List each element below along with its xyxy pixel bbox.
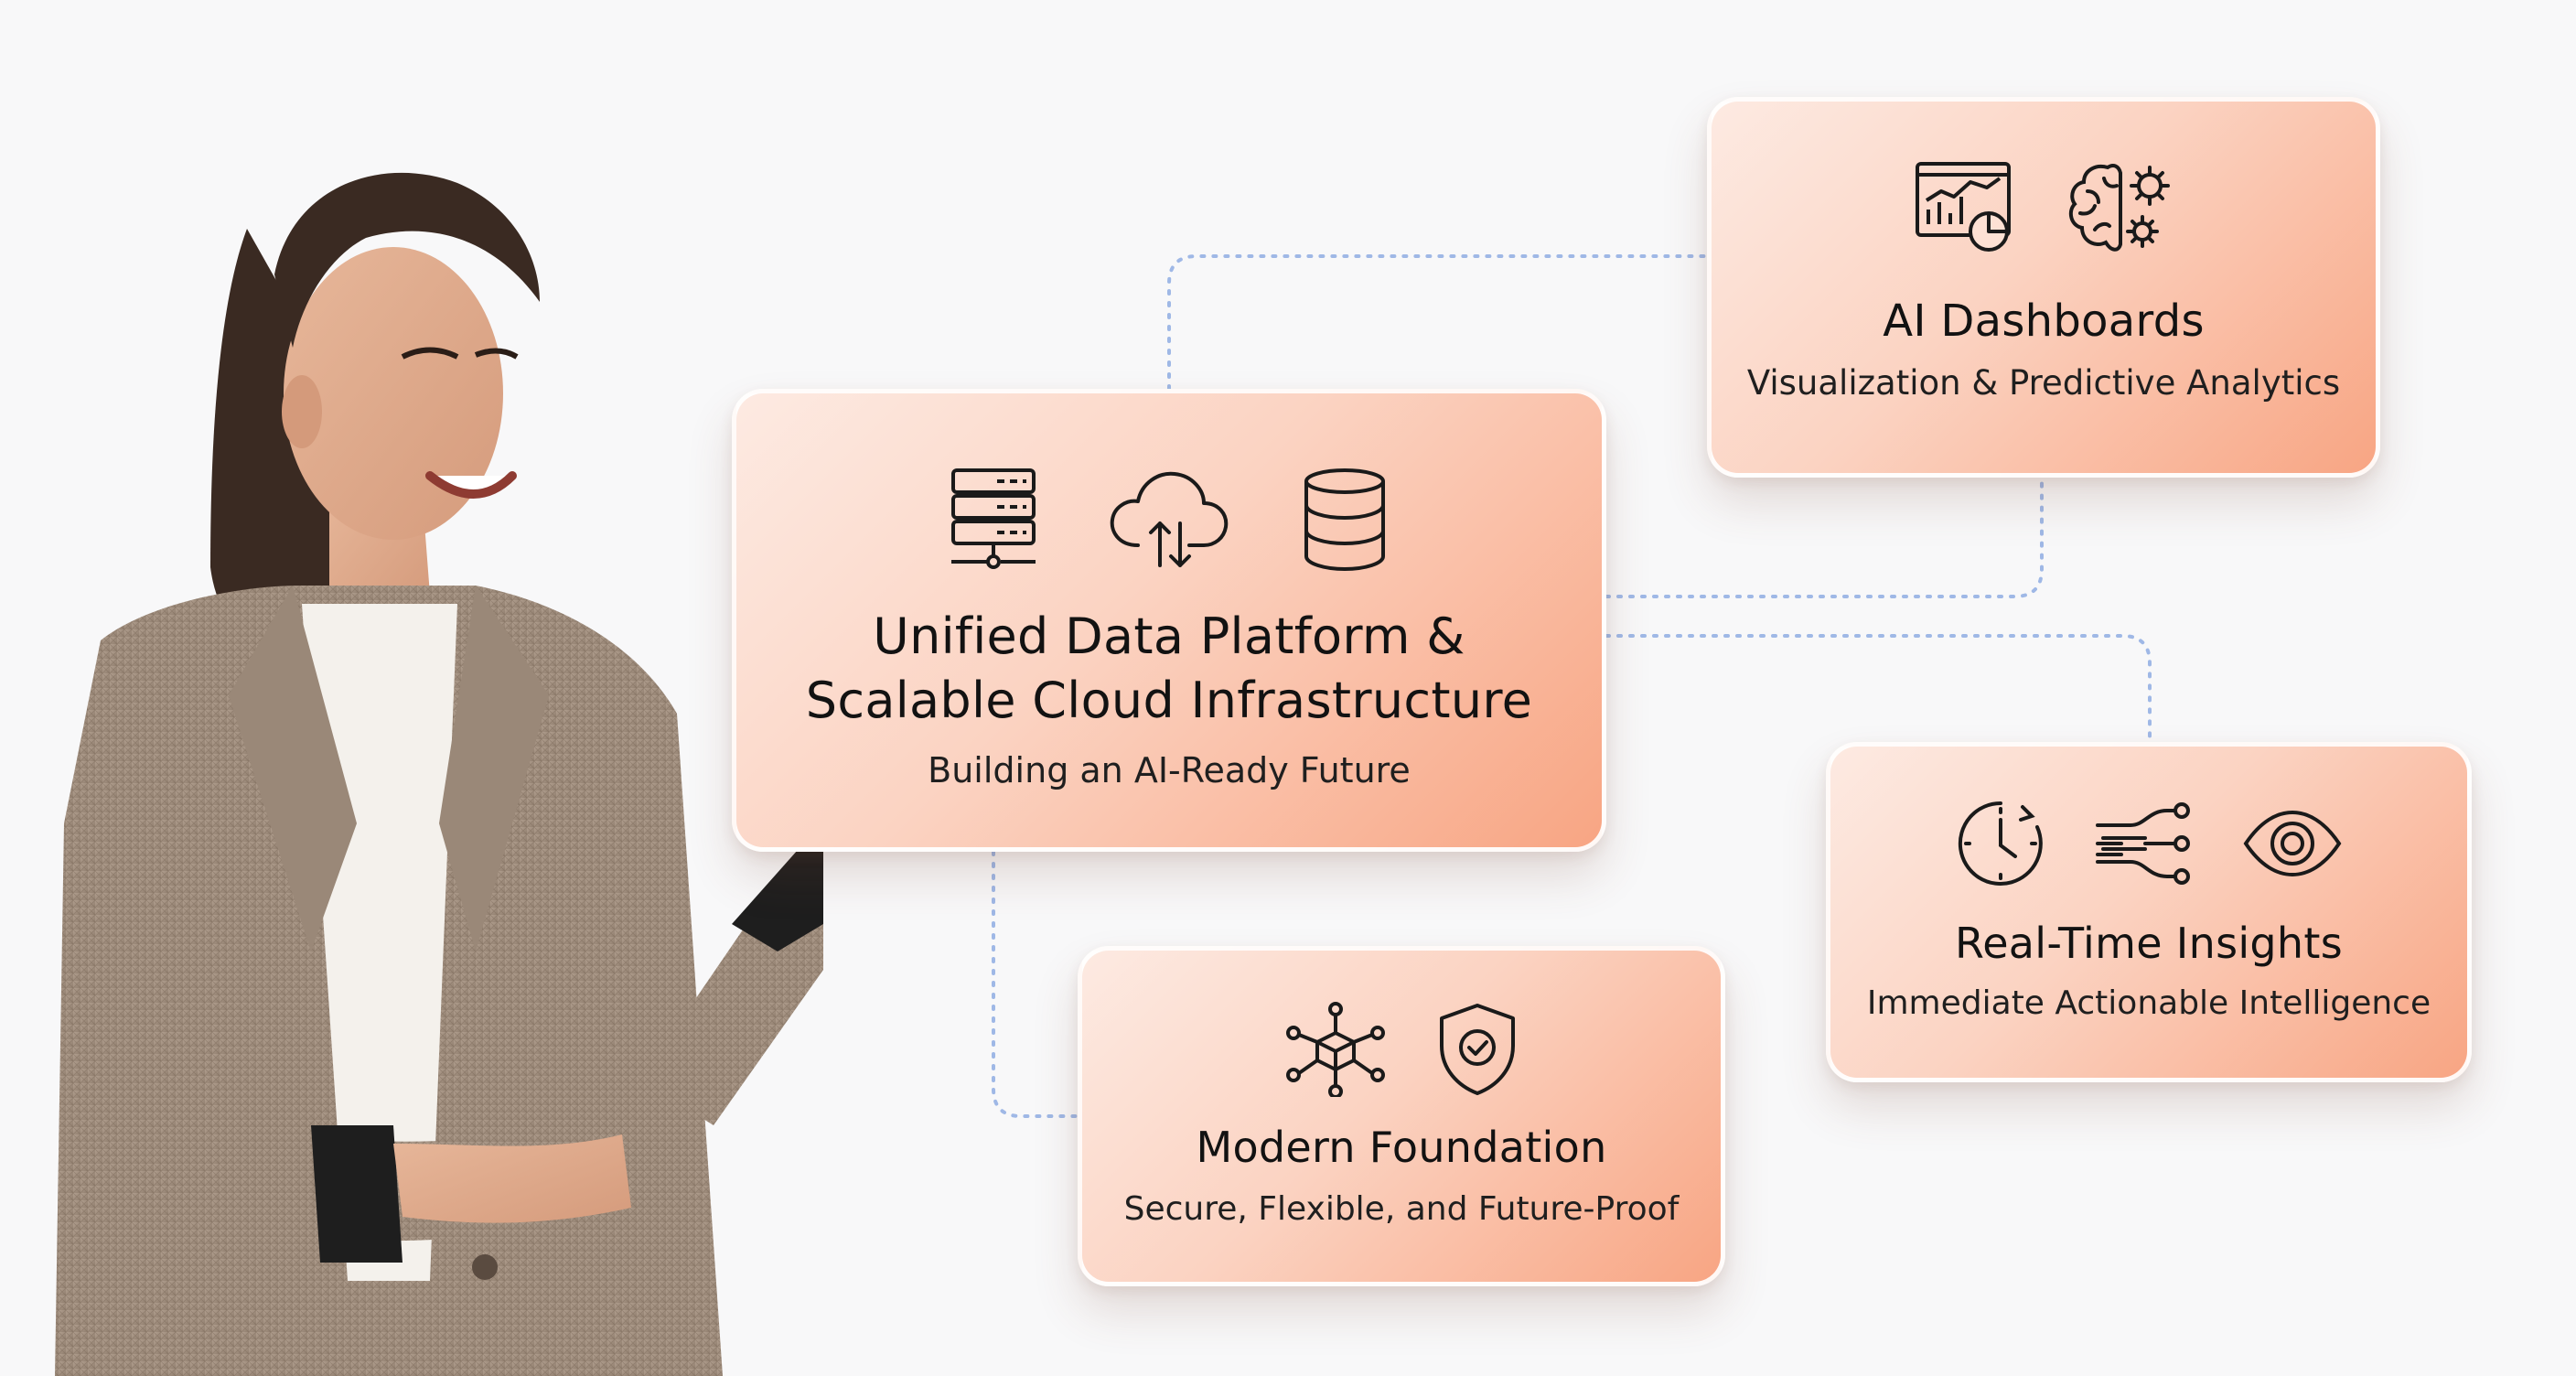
data-stream-icon: [2094, 798, 2195, 894]
network-cube-icon: [1284, 1002, 1387, 1102]
connector-main-to-realtime: [1605, 634, 2152, 744]
main-card-title-line1: Unified Data Platform &: [873, 607, 1465, 665]
main-card-icons: [736, 467, 1602, 577]
realtime-card-icons: [1830, 798, 2467, 894]
ai-card-title: AI Dashboards: [1883, 296, 2205, 347]
brain-gears-icon: [2067, 160, 2174, 263]
businesswoman-illustration: [55, 172, 823, 1376]
connector-main-to-foundation: [992, 850, 1079, 1118]
analytics-dashboard-icon: [1914, 160, 2016, 263]
eye-icon: [2242, 798, 2343, 894]
cloud-sync-icon: [1105, 467, 1233, 577]
ai-card-icons: [1712, 160, 2376, 263]
realtime-card-subtitle: Immediate Actionable Intelligence: [1866, 984, 2431, 1022]
foundation-card-subtitle: Secure, Flexible, and Future-Proof: [1123, 1190, 1680, 1228]
card-real-time-insights: Real-Time Insights Immediate Actionable …: [1826, 742, 2472, 1082]
card-ai-dashboards: AI Dashboards Visualization & Predictive…: [1707, 97, 2380, 478]
clock-icon: [1955, 798, 2046, 894]
foundation-card-icons: [1082, 1002, 1721, 1102]
main-card-subtitle: Building an AI-Ready Future: [928, 750, 1411, 790]
connector-main-to-ai-bottom: [1605, 476, 2044, 598]
card-modern-foundation: Modern Foundation Secure, Flexible, and …: [1078, 946, 1725, 1286]
realtime-card-title: Real-Time Insights: [1955, 919, 2343, 968]
shield-check-icon: [1436, 1002, 1519, 1102]
foundation-card-title: Modern Foundation: [1196, 1123, 1607, 1172]
connector-main-to-ai: [1167, 254, 1709, 391]
main-card-title-line2: Scalable Cloud Infrastructure: [805, 672, 1533, 729]
card-unified-data-platform: Unified Data Platform & Scalable Cloud I…: [732, 389, 1606, 852]
database-icon: [1299, 467, 1390, 577]
server-rack-icon: [948, 467, 1039, 577]
ai-card-subtitle: Visualization & Predictive Analytics: [1746, 363, 2341, 403]
